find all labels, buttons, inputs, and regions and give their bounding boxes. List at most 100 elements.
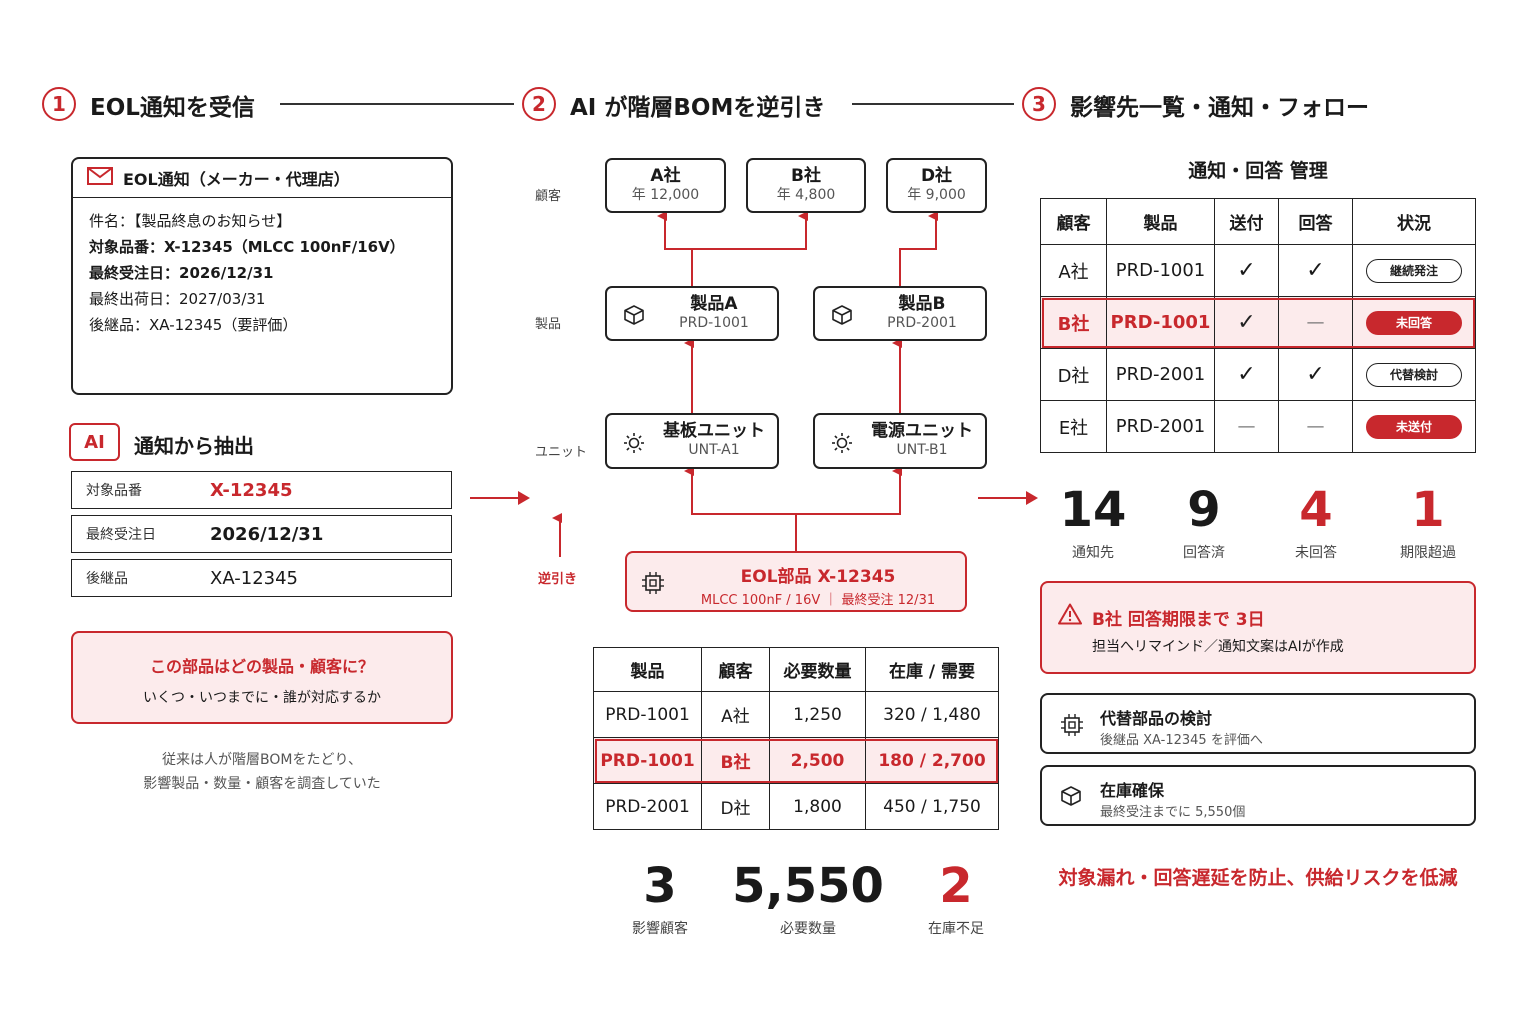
sun-icon [623, 432, 645, 458]
mail-icon [87, 167, 113, 189]
node-title: B社 [791, 166, 821, 186]
mail-header-text: EOL通知（メーカー・代理店） [123, 170, 350, 189]
table-row: E社 PRD-2001 — — 未送付 [1040, 400, 1476, 453]
mail-last-order: 最終受注日：2026/12/31 [89, 264, 274, 282]
mail-header: EOL通知（メーカー・代理店） [73, 159, 451, 198]
legacy-note: 従来は人が階層BOMをたどり、 影響製品・数量・顧客を調査していた [71, 748, 453, 796]
alert-sub: 担当へリマインド／通知文案はAIが作成 [1092, 639, 1344, 655]
impact-table: 製品 顧客 必要数量 在庫 / 需要 PRD-1001 A社 1,250 320… [593, 647, 999, 830]
node-sub: PRD-1001 [679, 315, 749, 331]
table-cell: E社 [1040, 400, 1107, 453]
status-badge: 代替検討 [1366, 362, 1462, 387]
check-icon: ✓ [1278, 244, 1353, 297]
conclusion-text: 対象漏れ・回答遅延を防止、供給リスクを低減 [1058, 867, 1458, 889]
chip-icon [641, 571, 665, 599]
table-cell: PRD-1001 [593, 691, 702, 738]
dash-icon: — [1278, 400, 1353, 453]
product-node-b: 製品B PRD-2001 [813, 286, 987, 341]
table-cell: A社 [1040, 244, 1107, 297]
mail-successor: 後継品：XA-12345（要評価） [89, 316, 298, 334]
extract-field-successor: 後継品 XA-12345 [71, 559, 452, 597]
stat-label: 回答済 [1183, 545, 1225, 561]
status-badge: 未回答 [1366, 310, 1462, 335]
action-card-stock[interactable]: 在庫確保 最終受注までに 5,550個 [1040, 765, 1476, 826]
customer-node-a: A社 年 12,000 [605, 158, 726, 213]
box-icon [1060, 785, 1082, 811]
stat-label: 通知先 [1072, 545, 1114, 561]
table-cell: PRD-2001 [593, 783, 702, 830]
step-1-number: 1 [42, 87, 76, 121]
table-row-highlight: PRD-1001 B社 2,500 180 / 2,700 [593, 737, 999, 784]
check-icon: ✓ [1214, 296, 1279, 349]
table-row: A社 PRD-1001 ✓ ✓ 継続発注 [1040, 244, 1476, 297]
mgmt-col-header: 送付 [1214, 198, 1279, 245]
table-cell: A社 [701, 691, 770, 738]
unit-node-a1: 基板ユニット UNT-A1 [605, 413, 779, 469]
step-2-title: AI が階層BOMを逆引き [570, 95, 826, 121]
mgmt-col-header: 回答 [1278, 198, 1353, 245]
eol-part-node: EOL部品 X-12345 MLCC 100nF / 16V ｜ 最終受注 12… [625, 551, 967, 612]
table-cell: 180 / 2,700 [865, 737, 999, 784]
node-sub: PRD-2001 [887, 315, 957, 331]
legacy-note-line: 従来は人が階層BOMをたどり、 [162, 752, 362, 768]
table-cell: 2,500 [769, 737, 866, 784]
node-title: 基板ユニット [663, 421, 765, 441]
sun-icon [831, 432, 853, 458]
eol-mail-card: EOL通知（メーカー・代理店） 件名：【製品終息のお知らせ】 対象品番：X-12… [71, 157, 453, 395]
flow-arrow [470, 491, 530, 505]
stat-value: 3 [643, 858, 677, 914]
alert-title: B社 回答期限まで 3日 [1092, 610, 1265, 630]
step-2-number: 2 [522, 87, 556, 121]
node-sub: 年 12,000 [631, 187, 700, 203]
table-cell: D社 [1040, 348, 1107, 401]
ai-badge: AI [69, 423, 120, 461]
table-cell: 1,800 [769, 783, 866, 830]
field-label: 後継品 [86, 571, 128, 587]
eol-part-sub: MLCC 100nF / 16V ｜ 最終受注 12/31 [700, 593, 936, 608]
question-title: この部品はどの製品・顧客に？ [149, 657, 374, 676]
customer-node-d: D社 年 9,000 [886, 158, 987, 213]
node-title: 製品B [898, 294, 946, 314]
chip-icon [1060, 713, 1084, 741]
legacy-note-line: 影響製品・数量・顧客を調査していた [143, 776, 381, 792]
table-cell: PRD-2001 [1106, 348, 1215, 401]
table-cell: 1,250 [769, 691, 866, 738]
stat-value: 2 [939, 858, 973, 914]
table-cell: 450 / 1,750 [865, 783, 999, 830]
node-sub: UNT-B1 [896, 442, 948, 458]
flow-arrow [978, 491, 1038, 505]
stat-value: 4 [1299, 482, 1333, 538]
mail-subject: 件名：【製品終息のお知らせ】 [89, 212, 292, 230]
action-card-substitute[interactable]: 代替部品の検討 後継品 XA-12345 を評価へ [1040, 693, 1476, 754]
action-title: 代替部品の検討 [1100, 709, 1213, 728]
mgmt-title: 通知・回答 管理 [1188, 160, 1328, 182]
table-row: PRD-2001 D社 1,800 450 / 1,750 [593, 783, 999, 830]
table-cell: B社 [1040, 296, 1107, 349]
status-badge: 未送付 [1366, 414, 1462, 439]
table-cell: PRD-1001 [1106, 296, 1215, 349]
node-title: 製品A [690, 294, 738, 314]
warning-icon [1058, 603, 1082, 629]
stat-value: 1 [1411, 482, 1445, 538]
table-cell: PRD-1001 [1106, 244, 1215, 297]
node-title: 電源ユニット [871, 421, 973, 441]
stat-value: 14 [1059, 482, 1127, 538]
table-cell: PRD-1001 [593, 737, 702, 784]
node-sub: 年 4,800 [776, 187, 836, 203]
mail-last-ship: 最終出荷日：2027/03/31 [89, 290, 266, 308]
node-title: A社 [650, 166, 681, 186]
field-value: XA-12345 [210, 567, 299, 589]
product-node-a: 製品A PRD-1001 [605, 286, 779, 341]
action-sub: 最終受注までに 5,550個 [1100, 805, 1246, 820]
mgmt-col-header: 状況 [1352, 198, 1476, 245]
impact-col-header: 必要数量 [769, 647, 866, 692]
field-value: 2026/12/31 [210, 523, 324, 545]
table-row: D社 PRD-2001 ✓ ✓ 代替検討 [1040, 348, 1476, 401]
eol-part-title: EOL部品 X-12345 [740, 567, 896, 587]
reverse-label: 逆引き [538, 572, 578, 587]
node-sub: UNT-A1 [688, 442, 740, 458]
status-badge: 継続発注 [1366, 258, 1462, 283]
mgmt-table: 顧客 製品 送付 回答 状況 A社 PRD-1001 ✓ ✓ 継続発注 B社 P… [1040, 198, 1476, 453]
step-1-title: EOL通知を受信 [90, 95, 255, 121]
